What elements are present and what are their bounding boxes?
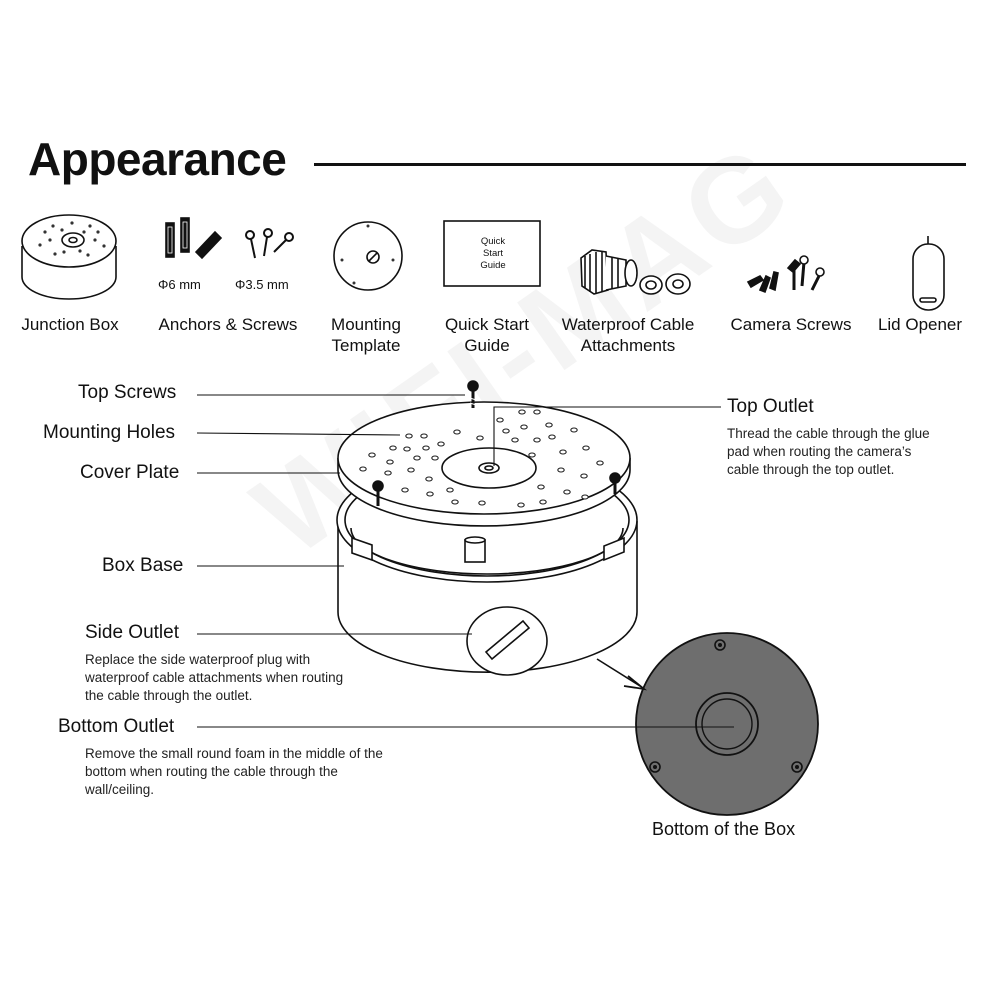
desc-top-outlet: Thread the cable through the glue pad wh… — [727, 425, 930, 479]
label-top-outlet: Top Outlet — [727, 396, 814, 417]
mounting-template-drawing — [333, 221, 403, 291]
caption-anchors-screws: Anchors & Screws — [158, 315, 298, 334]
screws-drawing — [245, 228, 294, 259]
caption-line: Quick Start — [444, 315, 530, 334]
cover-plate-drawing — [337, 380, 631, 527]
desc-line: waterproof cable attachments when routin… — [85, 670, 344, 685]
label-side-outlet: Side Outlet — [85, 622, 179, 643]
desc-line: wall/ceiling. — [85, 782, 155, 797]
card-line-1: Quick — [480, 236, 506, 247]
desc-line: cable through the top outlet. — [727, 462, 895, 477]
label-mounting-holes: Mounting Holes — [43, 422, 176, 443]
label-bottom-of-box: Bottom of the Box — [652, 819, 796, 839]
title-rule — [314, 163, 966, 166]
desc-line: Remove the small round foam in the middl… — [85, 746, 383, 761]
camera-screws-drawing — [746, 255, 825, 294]
label-box-base: Box Base — [102, 555, 184, 576]
caption-line: Mounting — [331, 315, 401, 334]
bottom-view-arrow — [596, 658, 648, 691]
label-cover-plate: Cover Plate — [80, 462, 180, 483]
caption-quick-start: Quick Start Guide — [432, 314, 542, 356]
caption-line: Guide — [464, 336, 510, 355]
label-top-screws: Top Screws — [78, 382, 177, 403]
desc-line: the cable through the outlet. — [85, 688, 253, 703]
desc-line: pad when routing the camera’s — [727, 444, 912, 459]
caption-lid-opener: Lid Opener — [877, 315, 963, 334]
caption-line: Template — [331, 336, 401, 355]
caption-mounting-template: Mounting Template — [316, 314, 416, 356]
desc-side-outlet: Replace the side waterproof plug with wa… — [85, 651, 343, 705]
quick-start-card — [443, 220, 541, 287]
quick-start-card-text: Quick Start Guide — [444, 236, 542, 272]
page-title: Appearance — [28, 133, 287, 185]
desc-bottom-outlet: Remove the small round foam in the middl… — [85, 745, 383, 799]
caption-waterproof: Waterproof Cable Attachments — [552, 314, 704, 356]
junction-box-drawing — [21, 214, 117, 300]
waterproof-cable-drawing — [580, 249, 691, 295]
caption-line: Waterproof Cable — [561, 315, 695, 334]
leader-mounting-holes — [196, 432, 401, 436]
lid-opener-drawing — [912, 236, 945, 311]
screw-dim: Φ3.5 mm — [235, 277, 289, 292]
label-bottom-outlet: Bottom Outlet — [58, 716, 175, 737]
caption-junction-box: Junction Box — [21, 315, 119, 334]
desc-line: Thread the cable through the glue — [727, 426, 930, 441]
card-line-2: Start — [482, 248, 504, 259]
desc-line: bottom when routing the cable through th… — [85, 764, 338, 779]
anchor-dim: Φ6 mm — [158, 277, 201, 292]
anchors-drawing — [165, 217, 223, 260]
leader-top-outlet — [493, 406, 721, 466]
desc-line: Replace the side waterproof plug with — [85, 652, 311, 667]
card-line-3: Guide — [480, 260, 506, 271]
caption-line: Attachments — [580, 336, 676, 355]
caption-camera-screws: Camera Screws — [730, 315, 852, 334]
bottom-of-box-drawing — [635, 632, 819, 816]
